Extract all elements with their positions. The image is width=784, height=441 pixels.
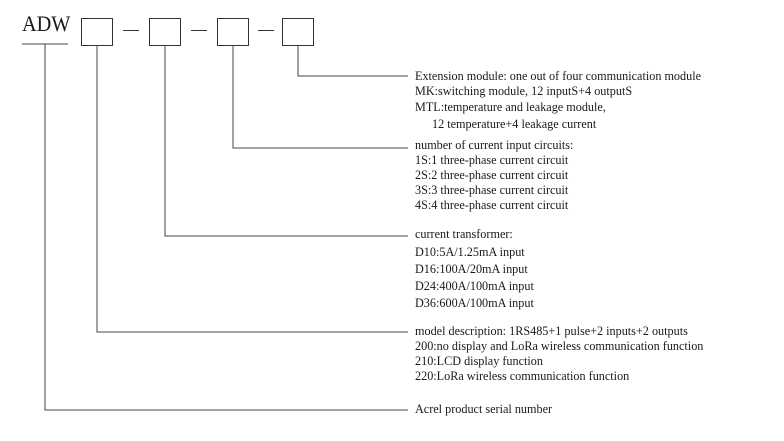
serial-leader [44,44,408,411]
separator-dash [258,30,274,31]
separator-dash [191,30,207,31]
serial-legend: Acrel product serial number [415,402,553,416]
circuits-leader [232,46,408,149]
extension-option-detail: 12 temperature+4 leakage current [432,117,597,131]
circuits-option: 2S:2 three-phase current circuit [415,168,569,182]
extension-option: MK:switching module, 12 inputS+4 outputS [415,84,633,98]
circuits-option: 1S:1 three-phase current circuit [415,153,569,167]
model-code-box [81,18,113,46]
transformer-option: D10:5A/1.25mA input [415,245,525,259]
circuits-code-box [217,18,249,46]
model-title: model description: 1RS485+1 pulse+2 inpu… [415,324,688,338]
model-option: 220:LoRa wireless communication function [415,369,630,383]
model-option: 200:no display and LoRa wireless communi… [415,339,704,353]
code-prefix: ADW [22,11,71,36]
transformer-leader [164,46,408,237]
model-option: 210:LCD display function [415,354,543,368]
transformer-option: D16:100A/20mA input [415,262,528,276]
separator-dash [123,30,139,31]
circuits-title: number of current input circuits: [415,138,574,152]
circuits-option: 4S:4 three-phase current circuit [415,198,569,212]
transformer-code-box [149,18,181,46]
extension-option: MTL:temperature and leakage module, [415,100,606,114]
extension-title: Extension module: one out of four commun… [415,69,702,83]
model-leader [96,46,408,333]
extension-code-box [282,18,314,46]
transformer-title: current transformer: [415,227,513,241]
transformer-option: D36:600A/100mA input [415,296,534,310]
transformer-option: D24:400A/100mA input [415,279,534,293]
extension-leader [297,46,408,77]
circuits-option: 3S:3 three-phase current circuit [415,183,569,197]
